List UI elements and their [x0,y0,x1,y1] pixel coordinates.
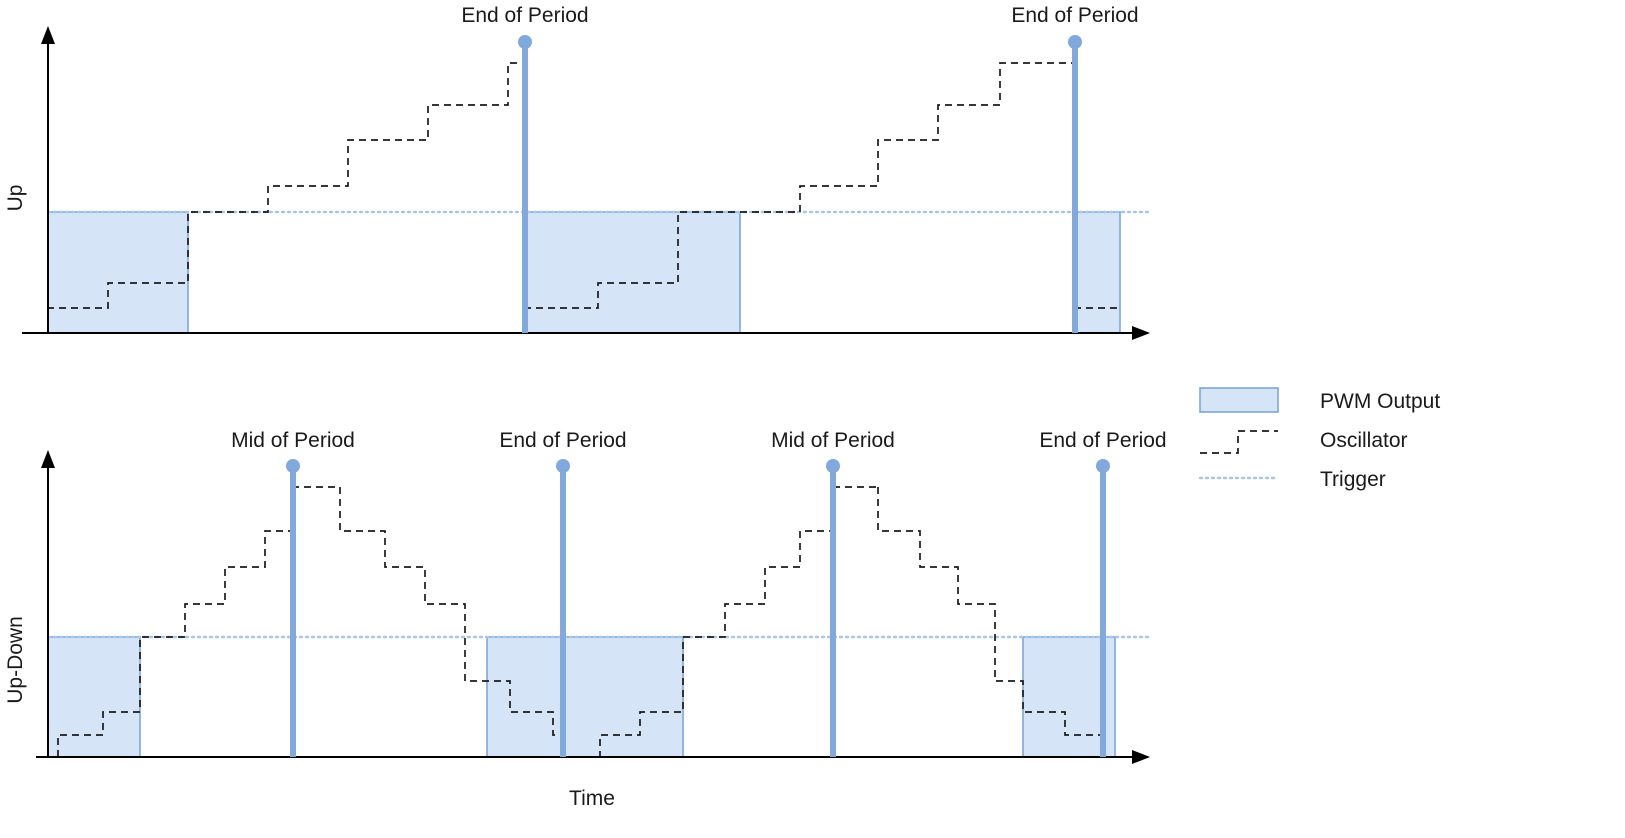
period-marker-label: End of Period [1011,4,1138,27]
period-marker-label: End of Period [461,4,588,27]
marker-dot-icon [286,459,300,473]
period-marker-label: End of Period [499,429,626,452]
legend-label-trigger: Trigger [1320,468,1386,491]
period-marker-label: Mid of Period [771,429,895,452]
period-marker-updown-4[interactable]: End of Period [1039,429,1167,757]
period-marker-label: Mid of Period [231,429,355,452]
legend-label-pwm-output: PWM Output [1320,390,1440,413]
period-marker-updown-1[interactable]: Mid of Period [231,429,355,757]
y-axis-label-updown: Up-Down [4,616,27,704]
oscillator-swatch-icon [1200,430,1278,454]
legend-item-oscillator[interactable]: Oscillator [1200,429,1408,454]
pwm-block [524,211,741,334]
marker-dot-icon [518,35,532,49]
marker-dot-icon [1096,459,1110,473]
period-marker-updown-2[interactable]: End of Period [499,429,627,757]
period-marker-up-2[interactable]: End of Period [1011,4,1139,333]
pwm-block [1074,211,1121,334]
pwm-output-area-updown [47,636,1116,758]
legend-item-pwm-output[interactable]: PWM Output [1199,387,1440,413]
period-marker-label: End of Period [1039,429,1166,452]
pwm-block [47,211,189,334]
panel-up-down: Up-Down Time Mid of Period End of Period… [4,429,1167,810]
legend-item-trigger[interactable]: Trigger [1198,468,1386,491]
marker-dot-icon [1068,35,1082,49]
legend-label-oscillator: Oscillator [1320,429,1408,452]
pwm-block [47,636,141,758]
panel-up: Up End of Period End of Period [4,4,1150,340]
marker-dot-icon [826,459,840,473]
pwm-block [486,636,684,758]
period-marker-up-1[interactable]: End of Period [461,4,589,333]
marker-dot-icon [556,459,570,473]
period-marker-updown-3[interactable]: Mid of Period [771,429,895,757]
pwm-swatch-icon [1199,387,1279,413]
y-axis-label-up: Up [4,185,27,212]
pwm-output-area-up [47,211,1121,334]
x-axis-label: Time [569,787,615,810]
legend: PWM Output Oscillator Trigger [1198,387,1440,491]
